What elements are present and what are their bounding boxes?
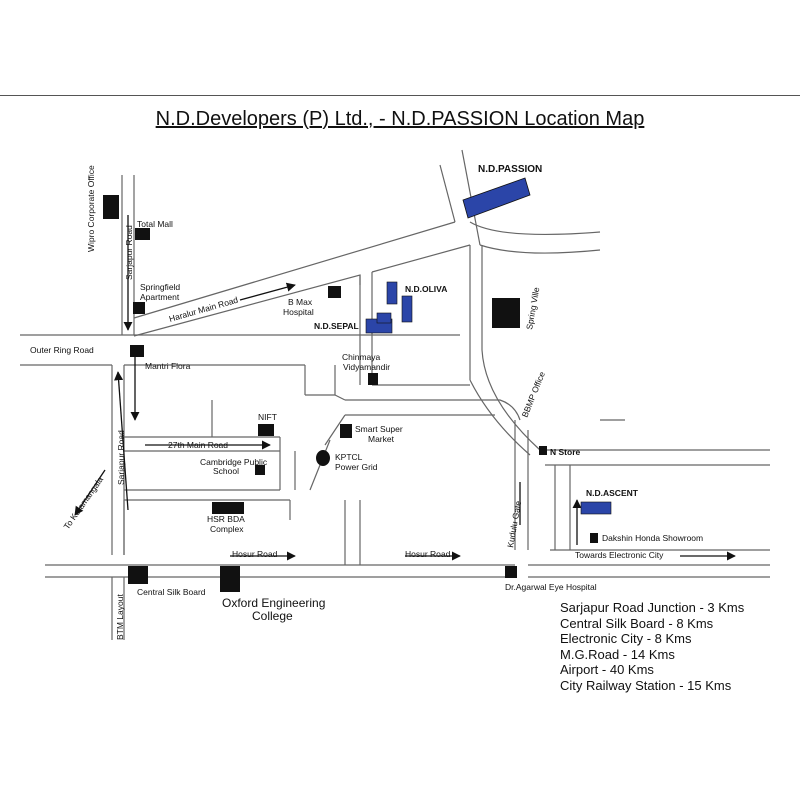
cambridge-block <box>255 465 265 475</box>
n-store-label: N Store <box>550 447 581 457</box>
chinmaya-label-2: Vidyamandir <box>343 362 390 372</box>
central-silk-board-label: Central Silk Board <box>137 587 206 597</box>
smart-market-label-2: Market <box>368 434 395 444</box>
road-network <box>20 149 770 640</box>
nd-oliva-label: N.D.OLIVA <box>405 284 447 294</box>
nd-sepal-block-b[interactable] <box>376 312 392 324</box>
hsr-bda-label-1: HSR BDA <box>207 514 245 524</box>
kptcl-label-2: Power Grid <box>335 462 378 472</box>
sarjapur-road-bottom-label: Sarjapur Road <box>116 430 126 485</box>
spring-ville-label: Spring Ville <box>524 286 541 330</box>
btm-layout-label: BTM Layout <box>115 594 125 640</box>
distance-item: Sarjapur Road Junction - 3 Kms <box>560 600 745 615</box>
nd-passion-label: N.D.PASSION <box>478 164 542 175</box>
total-mall-label: Total Mall <box>137 219 173 229</box>
b-max-label-1: B Max <box>288 297 313 307</box>
distance-item: Central Silk Board - 8 Kms <box>560 615 714 631</box>
nd-oliva-block-a[interactable] <box>386 281 398 305</box>
ascent-lane <box>554 465 571 550</box>
smart-market-block <box>340 424 352 438</box>
kudulu-road <box>514 420 529 550</box>
nd-ascent-label: N.D.ASCENT <box>586 488 639 498</box>
nift-block <box>258 424 274 436</box>
haralur-arrow <box>239 282 296 301</box>
wipro-block <box>103 195 119 219</box>
chinmaya-lane <box>304 365 336 396</box>
misc-roads <box>123 500 770 555</box>
nd-passion-block[interactable] <box>462 177 531 219</box>
27th-main-road-label: 27th Main Road <box>168 440 228 450</box>
dakshin-block <box>590 533 598 543</box>
springfield-label-1: Springfield <box>140 282 180 292</box>
oxford-label-1: Oxford Engineering <box>222 596 325 610</box>
spring-ville-block <box>492 298 520 328</box>
distance-item: M.G.Road - 14 Kms <box>560 646 675 662</box>
distance-item: City Railway Station - 15 Kms <box>560 677 732 693</box>
total-mall-block <box>135 228 150 240</box>
mantri-flora-label: Mantri Flora <box>145 361 191 371</box>
kudulu-connector <box>469 245 541 456</box>
hosur-road-left-label: Hosur Road <box>232 549 278 559</box>
smart-market-label-1: Smart Super <box>355 424 403 434</box>
hosur-road <box>45 564 770 578</box>
east-road <box>469 221 601 254</box>
nd-ascent-block[interactable] <box>580 501 612 515</box>
chinmaya-block <box>368 373 378 385</box>
map-title: N.D.Developers (P) Ltd., - N.D.PASSION L… <box>155 108 645 130</box>
b-max-label-2: Hospital <box>283 307 314 317</box>
outer-ring-road <box>20 334 460 366</box>
n-store-road <box>540 419 770 466</box>
chinmaya-label-1: Chinmaya <box>342 352 381 362</box>
agarwal-label: Dr.Agarwal Eye Hospital <box>505 582 597 592</box>
koramangala-arrow <box>74 469 106 516</box>
kptcl-link <box>309 394 346 491</box>
27th-main-branches <box>211 400 296 490</box>
central-cross-road <box>345 399 521 421</box>
sarjapur-north-arrow <box>114 371 129 511</box>
springfield-block <box>133 302 145 314</box>
hsr-bda-label-2: Complex <box>210 524 244 534</box>
distance-item: Airport - 40 Kms <box>560 662 654 678</box>
n-store-block <box>539 446 547 455</box>
cambridge-block-road <box>124 489 291 520</box>
towards-electronic-city-label: Towards Electronic City <box>575 550 664 560</box>
to-koramangala-label: To Koramangala <box>61 474 105 531</box>
hsr-bda-block <box>212 502 244 514</box>
bbmp-office-label: BBMP Office <box>520 370 547 419</box>
outer-ring-road-label: Outer Ring Road <box>30 345 94 355</box>
hosur-road-right-label: Hosur Road <box>405 549 451 559</box>
mantri-flora-block <box>130 345 144 357</box>
south-roads <box>111 500 361 640</box>
central-silk-board-block <box>128 566 148 584</box>
nd-oliva-block-b[interactable] <box>401 295 413 323</box>
sarjapur-road-top-label: Sarjapur Road <box>124 225 134 280</box>
cambridge-label-1: Cambridge Public <box>200 457 268 467</box>
landmark-blocks <box>103 195 598 592</box>
direction-arrows <box>74 215 736 561</box>
springfield-label-2: Apartment <box>140 292 180 302</box>
oxford-block <box>220 566 240 592</box>
kptcl-block <box>316 450 330 466</box>
nd-sepal-label: N.D.SEPAL <box>314 321 359 331</box>
wipro-label: Wipro Corporate Office <box>86 165 96 252</box>
oxford-label-2: College <box>252 609 293 623</box>
nift-label: NIFT <box>258 412 277 422</box>
top-divider-line <box>0 95 800 96</box>
cambridge-label-2: School <box>213 466 239 476</box>
27th-main-road <box>124 436 280 452</box>
distance-item: Electronic City - 8 Kms <box>560 631 692 647</box>
agarwal-block <box>505 566 517 578</box>
dakshin-label: Dakshin Honda Showroom <box>602 533 703 543</box>
distance-list: Sarjapur Road Junction - 3 Kms Central S… <box>560 600 744 694</box>
project-blocks <box>365 177 612 515</box>
kptcl-label-1: KPTCL <box>335 452 363 462</box>
b-max-block <box>328 286 341 298</box>
